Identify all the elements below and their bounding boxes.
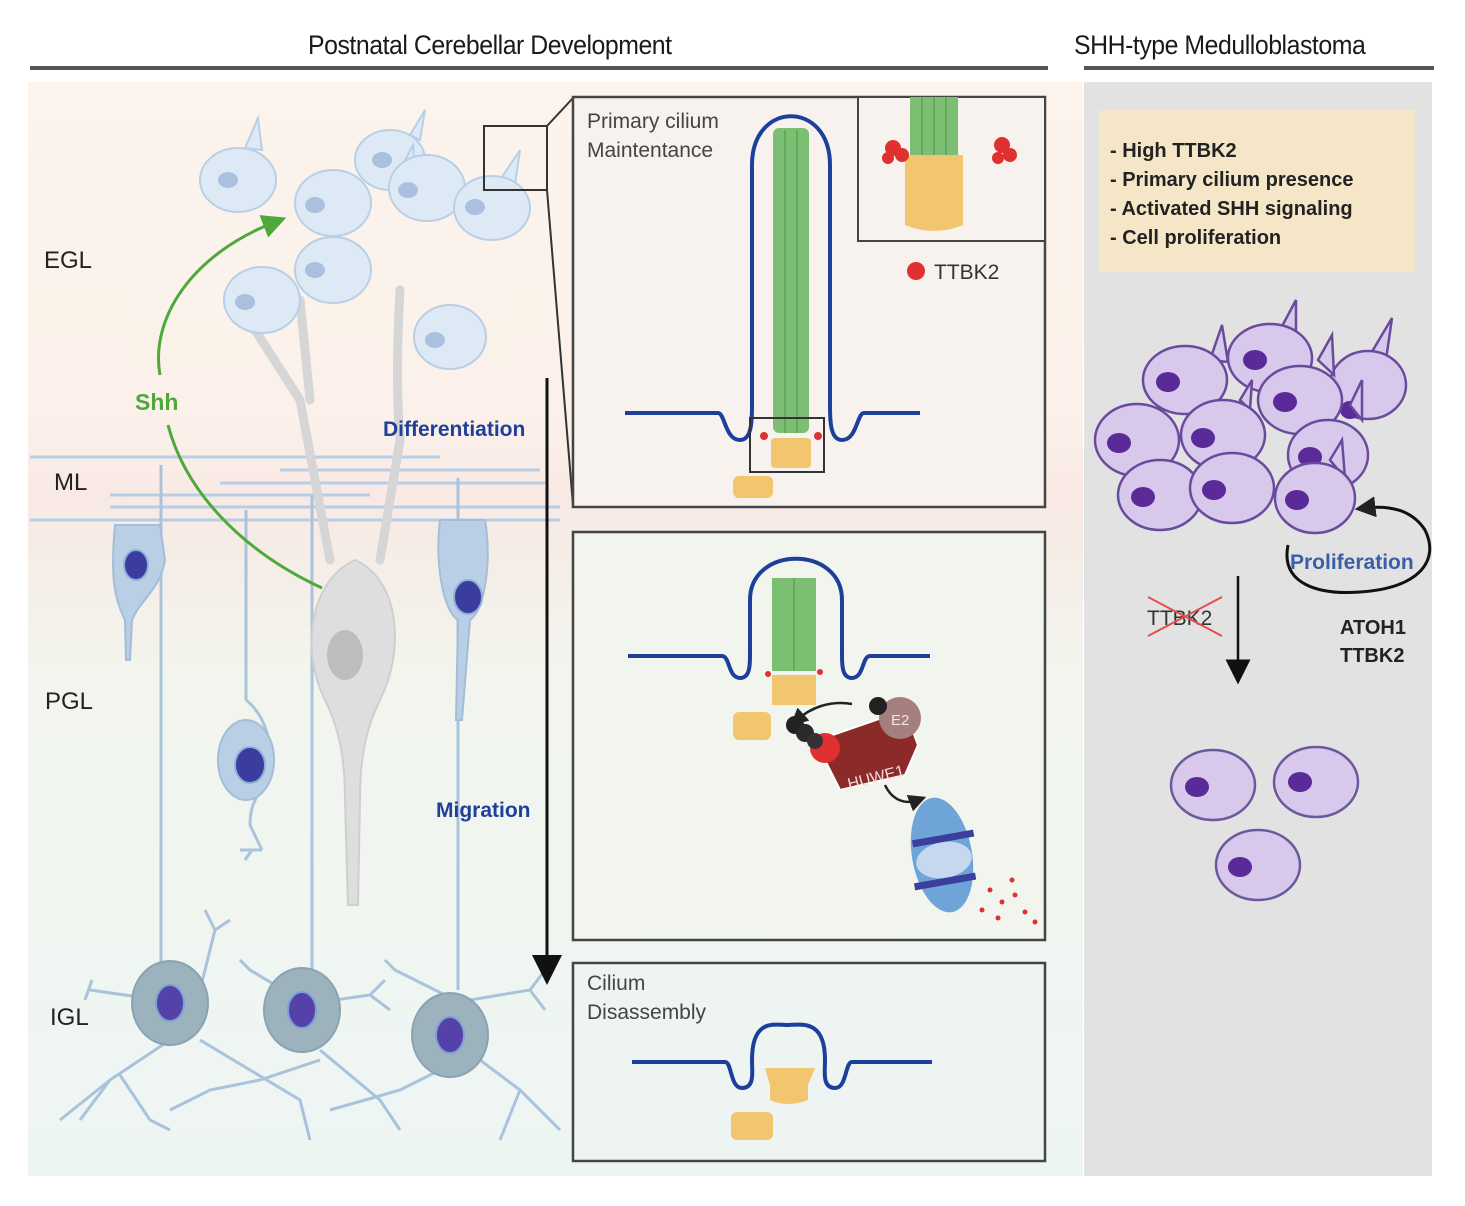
- panel-cilium-degradation: [571, 530, 1047, 942]
- right-title-rule: [1084, 66, 1434, 70]
- shh-arrow: [157, 215, 287, 376]
- panel-cilium-disassembly: [571, 961, 1047, 1163]
- proliferation-loop-arrow: [1285, 496, 1432, 594]
- igl-granule-cells: [59, 909, 562, 1141]
- tumor-feature-2: - Primary cilium presence: [1110, 169, 1353, 191]
- migrating-granule-cells: [112, 519, 489, 861]
- tumor-cell-cluster: [1093, 299, 1408, 535]
- layer-label-igl: IGL: [50, 1004, 89, 1031]
- shh-label: Shh: [135, 389, 178, 415]
- shh-arc-lower: [166, 424, 323, 590]
- layer-label-pgl: PGL: [45, 688, 93, 715]
- zoom-indicator-box: [483, 125, 548, 191]
- tumor-features-box: [1099, 110, 1415, 272]
- right-panel-title: SHH-type Medulloblastoma: [1074, 30, 1366, 60]
- tumor-feature-4: - Cell proliferation: [1110, 227, 1281, 249]
- proliferation-label: Proliferation: [1290, 551, 1414, 574]
- e2-label: E2: [891, 712, 909, 729]
- left-title-rule: [30, 66, 1048, 70]
- driver-atoh1: ATOH1: [1340, 617, 1406, 639]
- ttbk2-legend-label: TTBK2: [934, 261, 999, 284]
- migration-label: Migration: [436, 799, 531, 822]
- driver-ttbk2: TTBK2: [1340, 645, 1404, 667]
- maintenance-title-line2: Maintentance: [587, 139, 713, 162]
- panel-cilium-maintenance: [571, 95, 1047, 509]
- knockout-cross-icon: [1147, 596, 1223, 637]
- tumor-feature-1: - High TTBK2: [1110, 140, 1237, 162]
- egl-precursor-cells: [199, 109, 531, 370]
- left-panel-title: Postnatal Cerebellar Development: [308, 30, 672, 60]
- differentiation-label: Differentiation: [383, 418, 525, 441]
- layer-label-ml: ML: [54, 469, 87, 496]
- layer-label-egl: EGL: [44, 247, 92, 274]
- bergmann-glia: [250, 285, 405, 906]
- tumor-feature-3: - Activated SHH signaling: [1110, 198, 1353, 220]
- non-proliferating-cells: [1169, 745, 1360, 902]
- disassembly-title-line2: Disassembly: [587, 1001, 707, 1024]
- maintenance-title-line1: Primary cilium: [587, 110, 719, 133]
- disassembly-title-line1: Cilium: [587, 972, 645, 995]
